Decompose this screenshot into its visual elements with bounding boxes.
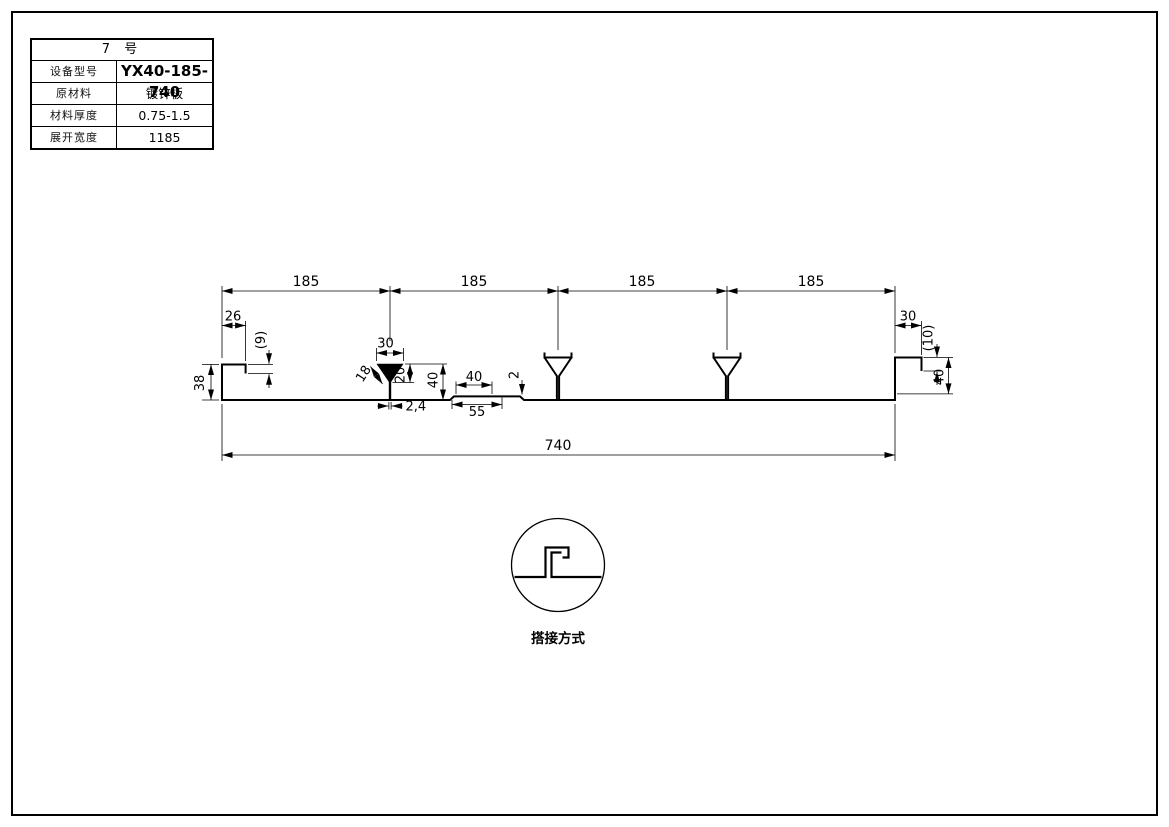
detail-seam-right-sheet bbox=[550, 551, 602, 579]
dim-rib-height: 40 bbox=[427, 372, 442, 389]
dim-overall-width: 740 bbox=[545, 438, 572, 454]
sheet-border bbox=[11, 11, 1158, 816]
rib2 bbox=[543, 352, 573, 400]
dim-left-lip: 26 bbox=[225, 310, 242, 325]
field-label-material: 原材料 bbox=[32, 83, 117, 104]
detail-circle bbox=[510, 517, 606, 613]
field-label-model: 设备型号 bbox=[32, 61, 117, 82]
profile-outline bbox=[221, 352, 923, 401]
dim-rib-depth: 20 bbox=[394, 367, 409, 384]
detail-seam-left-sheet bbox=[514, 546, 570, 579]
sheet-number: 7 号 bbox=[32, 40, 212, 61]
dim-mid-flat: 40 bbox=[466, 370, 483, 385]
field-label-thickness: 材料厚度 bbox=[32, 105, 117, 126]
dim-pitch-2: 185 bbox=[461, 274, 488, 290]
dim-right-height: 40 bbox=[933, 369, 948, 386]
dim-right-lip: 30 bbox=[900, 310, 917, 325]
dim-pitch-3: 185 bbox=[629, 274, 656, 290]
dim-rib-slope: 18 bbox=[353, 363, 375, 385]
top-dimension-chain: 185 185 185 185 bbox=[221, 274, 896, 358]
dim-mid-spacing: 55 bbox=[469, 405, 486, 420]
title-block-row: 设备型号 YX40-185-740 bbox=[32, 61, 212, 101]
title-block-row: 原材料 镀锌板 bbox=[32, 83, 212, 105]
title-block-row: 材料厚度 0.75-1.5 bbox=[32, 105, 212, 127]
field-value-material: 镀锌板 bbox=[145, 86, 184, 101]
rib1-v bbox=[376, 363, 404, 382]
overlap-detail: 搭接方式 bbox=[510, 517, 606, 647]
dim-mid-step: 2 bbox=[508, 371, 523, 379]
left-edge-dimensions: 26 (9) 38 bbox=[193, 310, 273, 401]
field-value-coil-width: 1185 bbox=[148, 130, 181, 145]
title-block-row: 展开宽度 1185 bbox=[32, 127, 212, 148]
right-edge-dimensions: 30 (10) 40 bbox=[895, 310, 953, 395]
dim-left-hook: (9) bbox=[254, 331, 269, 349]
dim-rib-top-width: 30 bbox=[377, 337, 394, 352]
dim-right-hook: (10) bbox=[922, 325, 937, 352]
rib-dimensions: 30 18 20 40 2,4 55 bbox=[353, 337, 525, 420]
rib3 bbox=[712, 352, 742, 400]
title-block: 7 号 设备型号 YX40-185-740 原材料 镀锌板 材料厚度 0.75-… bbox=[30, 38, 214, 150]
field-value-thickness: 0.75-1.5 bbox=[138, 108, 191, 123]
dim-left-height: 38 bbox=[193, 375, 208, 392]
field-value-model: YX40-185-740 bbox=[120, 62, 209, 101]
detail-caption: 搭接方式 bbox=[531, 630, 585, 647]
dim-rib-stem: 2,4 bbox=[406, 400, 427, 415]
field-label-coil-width: 展开宽度 bbox=[32, 127, 117, 148]
dim-pitch-1: 185 bbox=[293, 274, 320, 290]
overall-width-dimension: 740 bbox=[221, 404, 896, 461]
dim-pitch-4: 185 bbox=[798, 274, 825, 290]
